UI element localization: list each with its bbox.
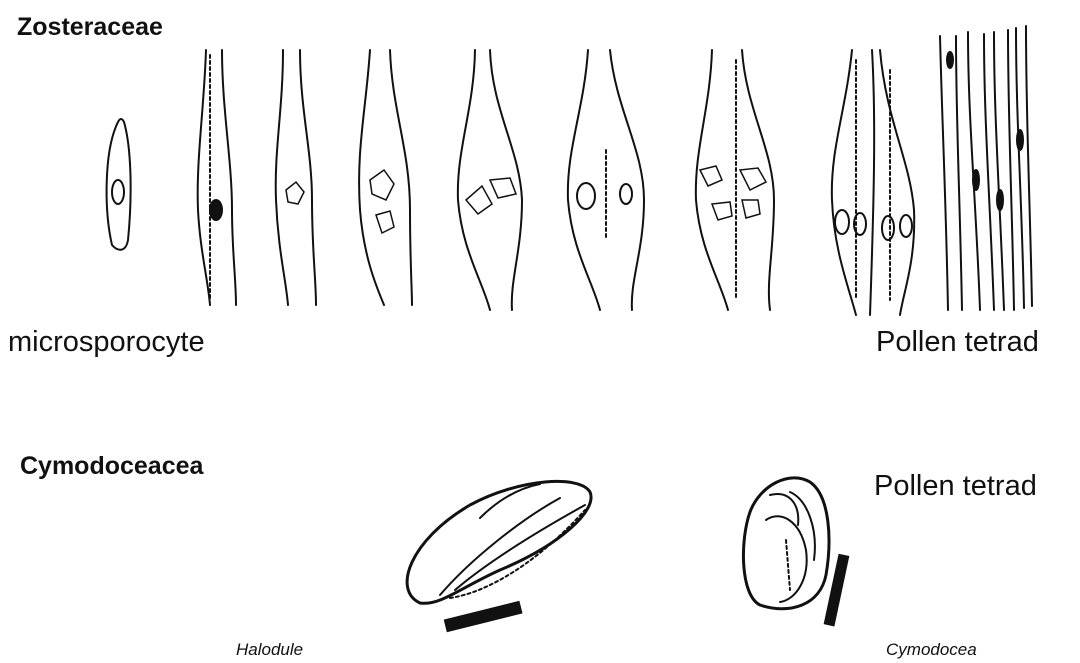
family-title-cymodoceacea: Cymodoceacea: [20, 452, 203, 481]
caption-pollen-tetrad-bottom: Pollen tetrad: [874, 470, 1037, 503]
genus-cymodocea: Cymodocea: [886, 640, 977, 660]
cell-stage-2: [198, 50, 236, 305]
cell-stage-3: [276, 50, 316, 305]
cell-stage-9: [940, 26, 1032, 310]
halodule-specimen: [407, 481, 591, 603]
genus-halodule: Halodule: [236, 640, 303, 660]
caption-pollen-tetrad-top: Pollen tetrad: [876, 326, 1039, 359]
family-title-zosteraceae: Zosteraceae: [17, 13, 163, 42]
cell-microsporocyte: [107, 119, 131, 250]
cell-stage-6: [568, 50, 644, 310]
halodule-scale-bar: [444, 601, 523, 632]
cymodocea-specimen: [743, 478, 829, 609]
cell-stage-4: [359, 50, 412, 305]
cell-stage-5: [458, 50, 522, 310]
cell-stage-8: [832, 50, 914, 315]
cell-stage-7: [696, 50, 774, 310]
caption-microsporocyte: microsporocyte: [8, 326, 205, 359]
